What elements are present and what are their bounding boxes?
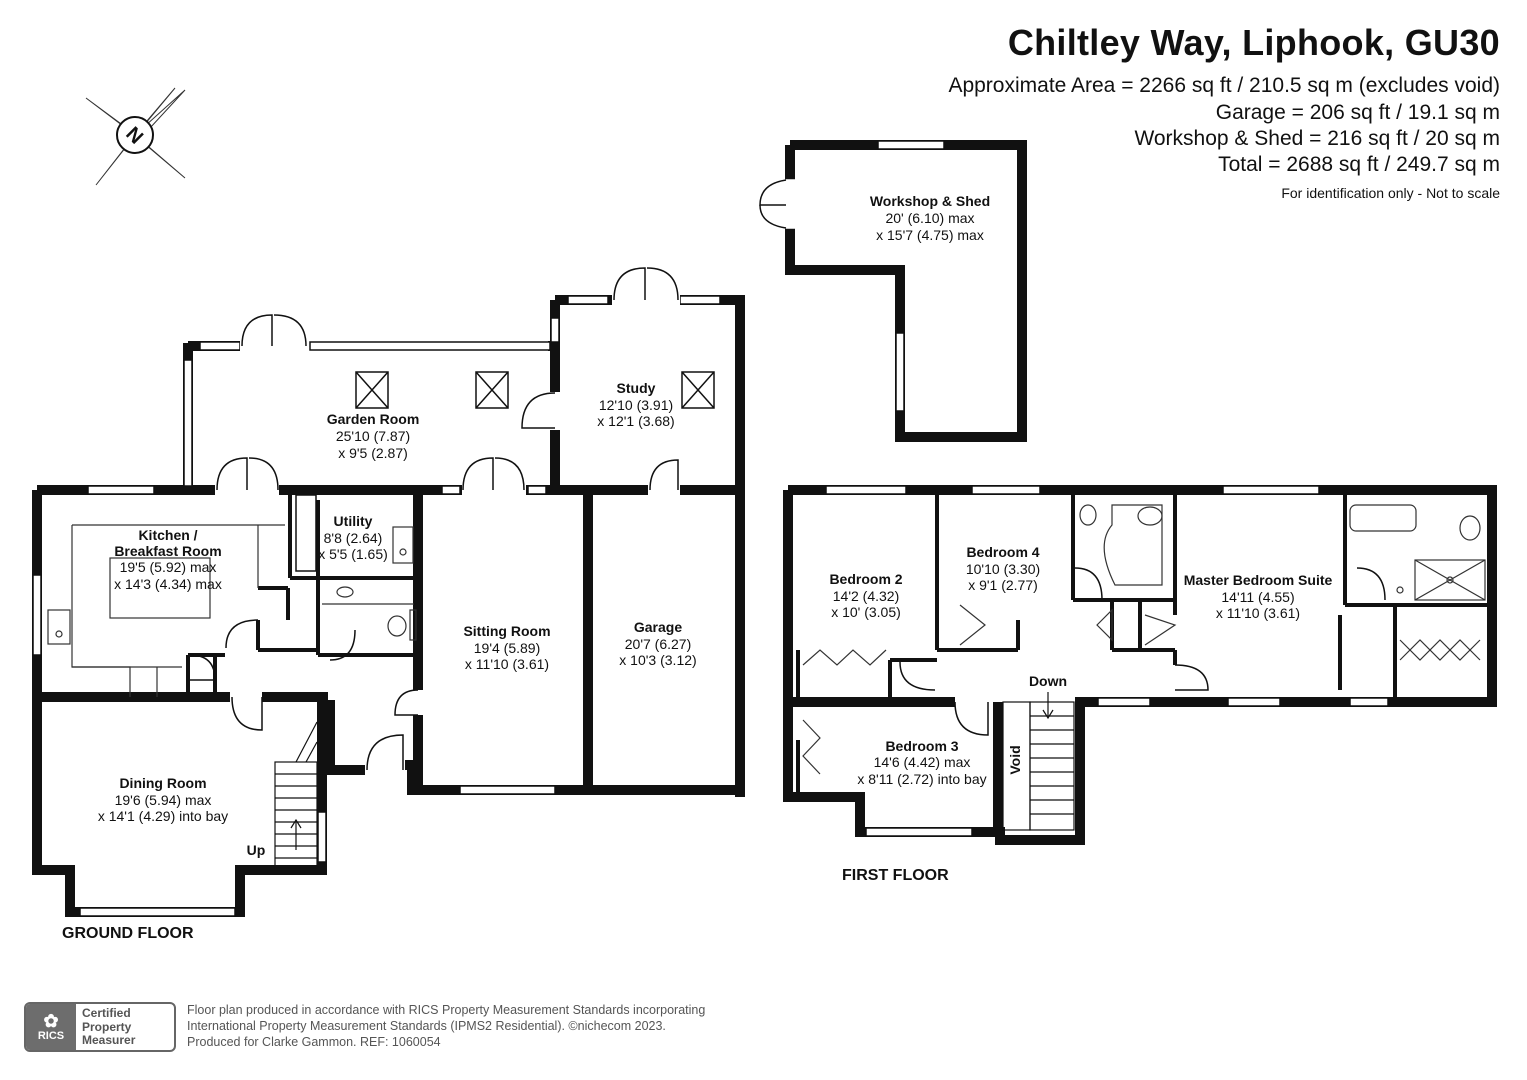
disclaimer: For identification only - Not to scale bbox=[1281, 185, 1500, 201]
svg-text:Workshop & Shed: Workshop & Shed bbox=[870, 193, 990, 209]
svg-text:20'7 (6.27): 20'7 (6.27) bbox=[625, 636, 692, 652]
plan-title: Chiltley Way, Liphook, GU30 bbox=[1007, 22, 1500, 63]
svg-text:20' (6.10) max: 20' (6.10) max bbox=[885, 210, 974, 226]
svg-text:x 14'3 (4.34) max: x 14'3 (4.34) max bbox=[114, 576, 222, 592]
room-label-study: Study 12'10 (3.91) x 12'1 (3.68) bbox=[597, 380, 674, 429]
footer-line-1: Floor plan produced in accordance with R… bbox=[187, 1003, 706, 1017]
void-label: Void bbox=[1007, 745, 1023, 774]
approximate-area: Approximate Area = 2266 sq ft / 210.5 sq… bbox=[948, 74, 1500, 97]
room-label-bedroom-3: Bedroom 3 14'6 (4.42) max x 8'11 (2.72) … bbox=[857, 738, 986, 787]
room-label-kitchen: Kitchen / Breakfast Room 19'5 (5.92) max… bbox=[114, 527, 222, 592]
first-floor-label: FIRST FLOOR bbox=[842, 867, 949, 884]
garage-area: Garage = 206 sq ft / 19.1 sq m bbox=[1215, 101, 1500, 124]
workshop-door bbox=[759, 179, 796, 229]
rics-line-1: Certified bbox=[82, 1006, 131, 1020]
svg-text:x 11'10 (3.61): x 11'10 (3.61) bbox=[465, 656, 549, 672]
svg-text:19'4 (5.89): 19'4 (5.89) bbox=[474, 640, 541, 656]
room-label-garage: Garage 20'7 (6.27) x 10'3 (3.12) bbox=[619, 619, 696, 668]
first-floor-walls bbox=[783, 485, 1497, 845]
rics-line-2: Property bbox=[82, 1019, 132, 1034]
first-floor-windows bbox=[825, 485, 1389, 837]
room-label-garden-room: Garden Room 25'10 (7.87) x 9'5 (2.87) bbox=[327, 411, 420, 461]
rics-brand: RICS bbox=[37, 1030, 65, 1042]
svg-text:x 14'1 (4.29) into bay: x 14'1 (4.29) into bay bbox=[98, 808, 228, 824]
svg-text:14'2 (4.32): 14'2 (4.32) bbox=[833, 588, 900, 604]
svg-text:x 9'5 (2.87): x 9'5 (2.87) bbox=[338, 445, 408, 461]
svg-text:Breakfast Room: Breakfast Room bbox=[114, 543, 221, 559]
svg-text:x 12'1 (3.68): x 12'1 (3.68) bbox=[597, 413, 674, 429]
first-floor-internal bbox=[796, 495, 1492, 797]
ground-floor-internal bbox=[186, 495, 418, 697]
room-label-dining-room: Dining Room 19'6 (5.94) max x 14'1 (4.29… bbox=[98, 775, 228, 824]
ground-floor-label: GROUND FLOOR bbox=[62, 925, 194, 942]
ground-floor-doors bbox=[189, 267, 680, 776]
svg-text:x 10' (3.05): x 10' (3.05) bbox=[831, 604, 901, 620]
rics-badge: ✿ RICS Certified Property Measurer bbox=[24, 1002, 176, 1052]
svg-text:x 9'1 (2.77): x 9'1 (2.77) bbox=[968, 577, 1038, 593]
svg-text:19'6 (5.94) max: 19'6 (5.94) max bbox=[115, 792, 212, 808]
skylights bbox=[355, 371, 715, 409]
svg-text:Master Bedroom Suite: Master Bedroom Suite bbox=[1184, 572, 1333, 588]
svg-text:Utility: Utility bbox=[334, 513, 373, 529]
first-floor-doors bbox=[899, 567, 1386, 736]
svg-text:Study: Study bbox=[617, 380, 656, 396]
workshop-walls bbox=[785, 140, 1027, 442]
svg-text:10'10 (3.30): 10'10 (3.30) bbox=[966, 561, 1040, 577]
svg-text:x 8'11 (2.72) into bay: x 8'11 (2.72) into bay bbox=[857, 771, 986, 787]
ground-stairs bbox=[274, 721, 318, 869]
svg-text:8'8 (2.64): 8'8 (2.64) bbox=[324, 530, 383, 546]
first-stairs bbox=[1002, 692, 1075, 831]
svg-text:x 15'7 (4.75) max: x 15'7 (4.75) max bbox=[876, 227, 984, 243]
room-label-bedroom-2: Bedroom 2 14'2 (4.32) x 10' (3.05) bbox=[829, 571, 902, 620]
svg-text:x 11'10 (3.61): x 11'10 (3.61) bbox=[1216, 605, 1300, 621]
bathroom-fixtures bbox=[802, 504, 1486, 775]
room-label-workshop: Workshop & Shed 20' (6.10) max x 15'7 (4… bbox=[870, 193, 990, 243]
total-area: Total = 2688 sq ft / 249.7 sq m bbox=[1218, 153, 1500, 176]
svg-text:Bedroom 3: Bedroom 3 bbox=[885, 738, 958, 754]
room-label-sitting-room: Sitting Room 19'4 (5.89) x 11'10 (3.61) bbox=[463, 623, 550, 672]
svg-text:Garden Room: Garden Room bbox=[327, 411, 420, 427]
stairs-down-label: Down bbox=[1029, 673, 1067, 689]
svg-text:14'6 (4.42) max: 14'6 (4.42) max bbox=[874, 754, 971, 770]
room-label-master-bedroom: Master Bedroom Suite 14'11 (4.55) x 11'1… bbox=[1184, 572, 1333, 621]
room-label-bedroom-4: Bedroom 4 10'10 (3.30) x 9'1 (2.77) bbox=[966, 544, 1040, 593]
svg-text:19'5 (5.92) max: 19'5 (5.92) max bbox=[120, 559, 217, 575]
svg-text:Dining Room: Dining Room bbox=[119, 775, 206, 791]
svg-text:Kitchen /: Kitchen / bbox=[138, 527, 197, 543]
ground-floor-windows bbox=[32, 295, 721, 917]
rics-logo: ✿ RICS bbox=[26, 1004, 76, 1050]
stairs-up-label: Up bbox=[247, 842, 266, 858]
workshop-area: Workshop & Shed = 216 sq ft / 20 sq m bbox=[1134, 127, 1500, 150]
svg-text:12'10 (3.91): 12'10 (3.91) bbox=[599, 397, 673, 413]
kitchen-fixtures bbox=[47, 524, 417, 697]
footer-notes: Floor plan produced in accordance with R… bbox=[187, 1002, 705, 1050]
svg-text:x 10'3 (3.12): x 10'3 (3.12) bbox=[619, 652, 696, 668]
svg-text:Bedroom 4: Bedroom 4 bbox=[966, 544, 1039, 560]
rics-emblem-icon: ✿ bbox=[43, 1011, 59, 1031]
svg-text:Bedroom 2: Bedroom 2 bbox=[829, 571, 902, 587]
svg-text:14'11 (4.55): 14'11 (4.55) bbox=[1221, 589, 1294, 605]
workshop-windows bbox=[877, 140, 945, 412]
footer-line-3: Produced for Clarke Gammon. REF: 1060054 bbox=[187, 1035, 441, 1049]
svg-text:Sitting Room: Sitting Room bbox=[463, 623, 550, 639]
svg-text:Garage: Garage bbox=[634, 619, 682, 635]
room-label-utility: Utility 8'8 (2.64) x 5'5 (1.65) bbox=[318, 513, 388, 562]
svg-text:25'10 (7.87): 25'10 (7.87) bbox=[336, 428, 410, 444]
rics-line-3: Measurer bbox=[82, 1033, 136, 1047]
compass-icon: N bbox=[85, 87, 186, 186]
svg-text:x 5'5 (1.65): x 5'5 (1.65) bbox=[318, 546, 388, 562]
footer-line-2: International Property Measurement Stand… bbox=[187, 1019, 666, 1033]
